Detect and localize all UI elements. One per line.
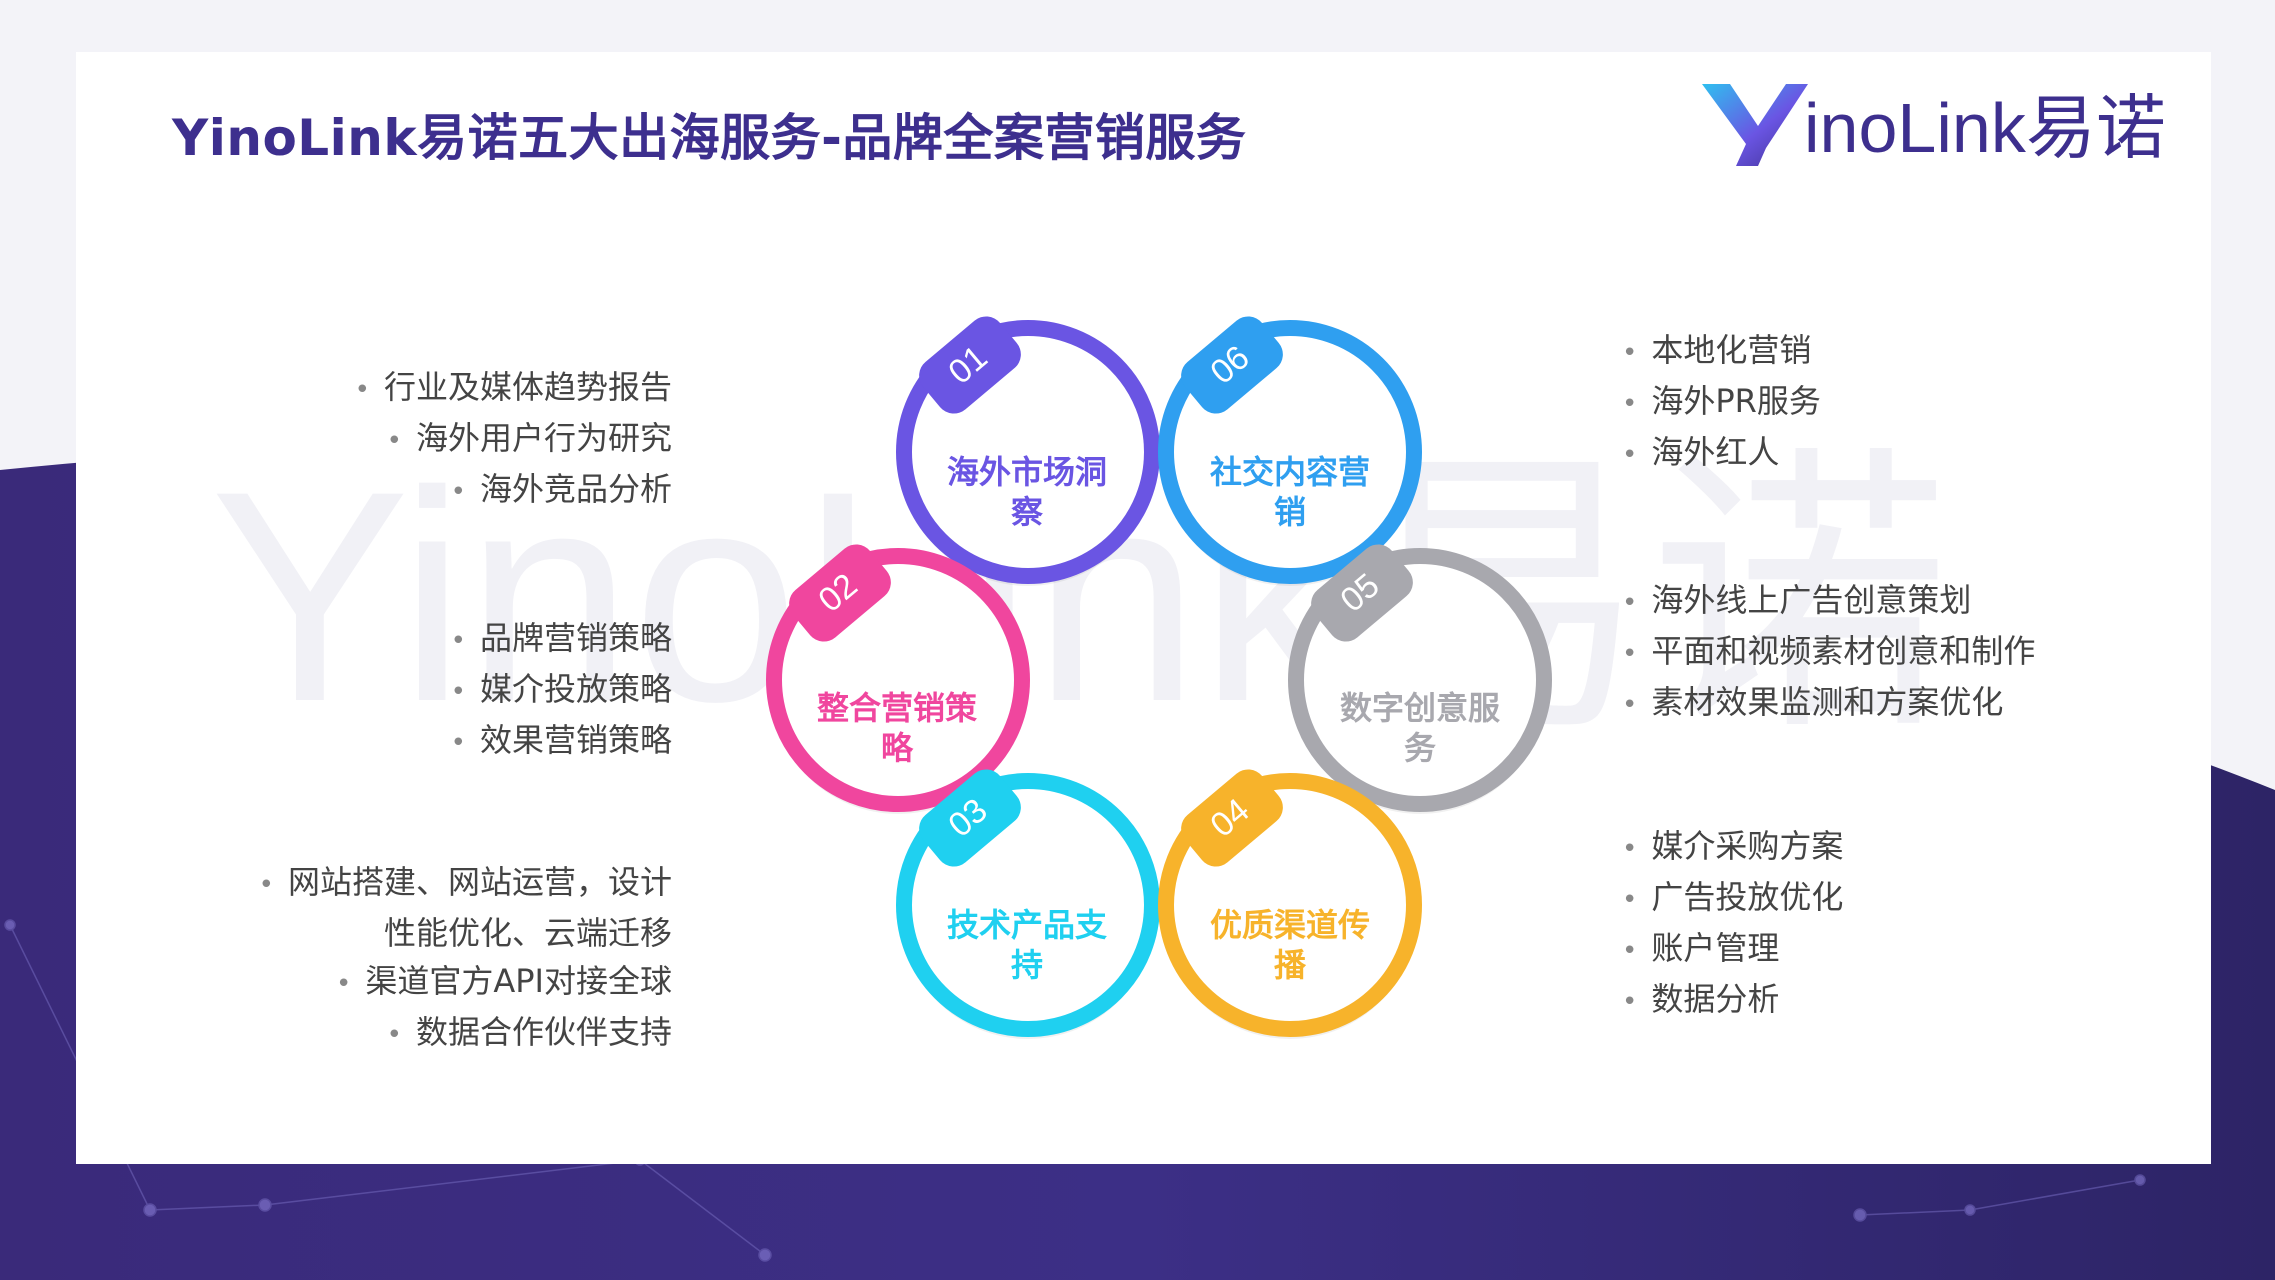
list-item: •海外线上广告创意策划 (1622, 581, 1972, 619)
list-item: •数据合作伙伴支持 (386, 1013, 672, 1051)
ring-node-02: 02 (766, 544, 1030, 814)
ring-tag-05 (1311, 544, 1413, 642)
list-item: •媒介投放策略 (450, 670, 672, 708)
list-item: •海外用户行为研究 (386, 419, 672, 457)
ring-tag-01 (919, 316, 1021, 414)
node-label-06: 社交内容营销 (1209, 453, 1370, 531)
list-06: •本地化营销 •海外PR服务 •海外红人 (1622, 326, 1821, 479)
list-item: •网站搭建、网站运营，设计性能优化、云端迁移 (258, 863, 672, 952)
list-item: •效果营销策略 (450, 721, 672, 759)
list-01: •行业及媒体趋势报告 •海外用户行为研究 •海外竞品分析 (355, 363, 672, 516)
brand-logo: inoLink易诺 (1700, 78, 2166, 168)
node-label-03: 技术产品支持 (946, 906, 1107, 984)
list-item: •渠道官方API对接全球 (336, 962, 672, 1000)
list-item: •海外PR服务 (1622, 382, 1821, 420)
node-label-01: 海外市场洞察 (946, 453, 1107, 531)
list-item: •行业及媒体趋势报告 (354, 368, 672, 406)
list-item: •本地化营销 (1622, 331, 1812, 369)
ring-tag-04 (1181, 769, 1283, 867)
logo-text: inoLink易诺 (1804, 89, 2166, 167)
list-05: •海外线上广告创意策划 •平面和视频素材创意和制作 •素材效果监测和方案优化 (1622, 576, 2035, 729)
list-item: •广告投放优化 (1622, 878, 1844, 916)
list-item: •品牌营销策略 (450, 619, 672, 657)
ring-node-05: 05 (1288, 544, 1552, 814)
ring-node-04: 04 (1158, 769, 1422, 1039)
list-item: •平面和视频素材创意和制作 (1622, 632, 2036, 670)
content-card (76, 52, 2211, 1164)
logo-y-mark (1702, 84, 1808, 166)
list-04: •媒介采购方案 •广告投放优化 •账户管理 •数据分析 (1622, 822, 1843, 1026)
ring-tag-06 (1181, 316, 1283, 414)
list-02: •品牌营销策略 •媒介投放策略 •效果营销策略 (451, 614, 672, 767)
node-label-04: 优质渠道传播 (1209, 906, 1370, 984)
list-item: •账户管理 (1622, 929, 1780, 967)
ring-node-01: 01 (896, 316, 1160, 586)
node-label-02: 整合营销策略 (816, 689, 977, 767)
list-item: •数据分析 (1622, 980, 1780, 1018)
ring-tag-02 (789, 544, 891, 642)
list-item: •素材效果监测和方案优化 (1622, 683, 2004, 721)
ring-tag-03 (919, 769, 1021, 867)
ring-node-06: 06 (1158, 316, 1422, 586)
node-label-05: 数字创意服务 (1339, 689, 1500, 767)
page-title: YinoLink易诺五大出海服务-品牌全案营销服务 (172, 109, 1247, 167)
ring-node-03: 03 (896, 769, 1160, 1039)
list-item: •媒介采购方案 (1622, 827, 1844, 865)
list-03: •网站搭建、网站运营，设计性能优化、云端迁移 •渠道官方API对接全球 •数据合… (232, 858, 672, 1059)
list-item: •海外红人 (1622, 433, 1780, 471)
list-item: •海外竞品分析 (450, 470, 672, 508)
